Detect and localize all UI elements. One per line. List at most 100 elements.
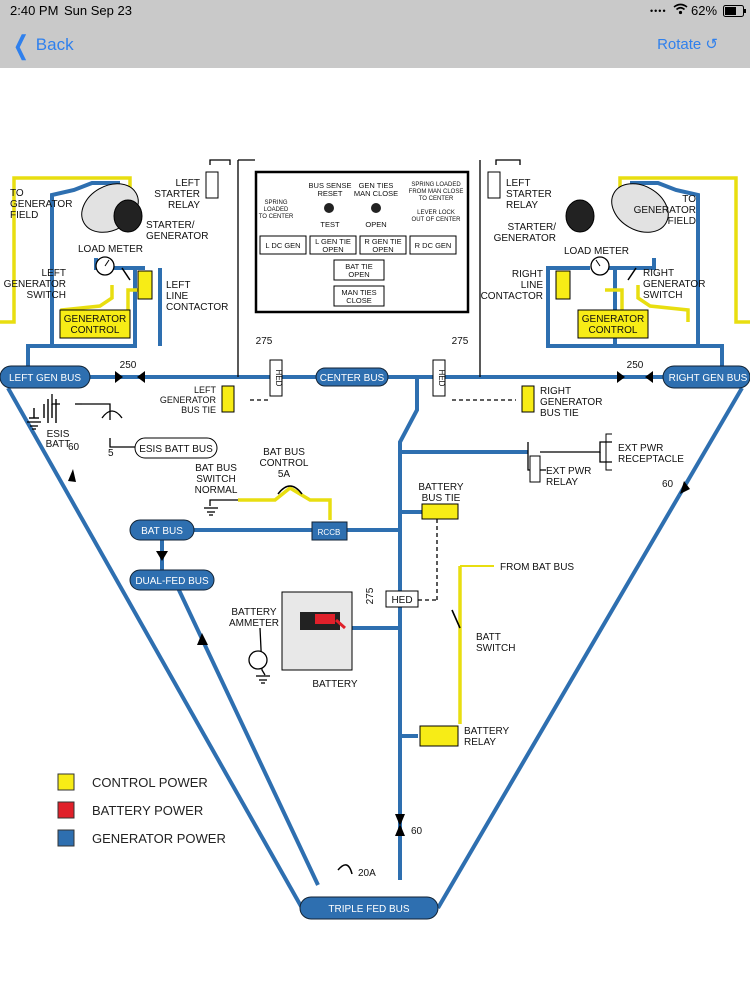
left-generator-switch-3: SWITCH [27,290,66,301]
legend: CONTROL POWER BATTERY POWER GENERATOR PO… [57,773,226,847]
value-5: 5 [108,448,114,459]
r-gen-tie-label-1: R GEN TIE [364,237,401,246]
back-button[interactable]: ❮ Back [10,32,74,58]
value-60-center: 60 [411,826,423,837]
left-generator-control-1: GENERATOR [64,314,126,325]
ext-pwr-relay-1: EXT PWR [546,466,591,477]
legend-control-power-label: CONTROL POWER [92,775,208,790]
bus-sense-label-1: BUS SENSE [309,181,352,190]
r-dc-gen-label: R DC GEN [415,241,452,250]
lever-lock-2: OUT OF CENTER [412,217,462,223]
left-to-generator-field-3: FIELD [10,210,38,221]
left-bus-tie-2: GENERATOR [160,395,217,405]
value-250-right: 250 [627,360,644,371]
spring-loaded-left-2: LOADED [264,207,289,213]
chevron-left-icon: ❮ [12,30,30,60]
left-generator-switch-2: GENERATOR [4,279,66,290]
status-date: Sun Sep 23 [64,3,132,18]
ext-pwr-receptacle-1: EXT PWR [618,443,663,454]
signal-dots-icon: •••• [650,6,667,16]
battery-ammeter-1: BATTERY [231,607,277,618]
flow-arrows [68,371,690,836]
l-gen-tie-label-2: OPEN [322,245,343,254]
batt-switch-2: SWITCH [476,643,515,654]
left-gen-bus-shape [0,365,91,389]
left-starter-generator-1: STARTER/ [146,220,195,231]
back-button-label: Back [35,35,74,54]
left-generator-control-2: CONTROL [71,325,120,336]
right-generator-control-1: GENERATOR [582,314,644,325]
left-line-contactor-3: CONTACTOR [166,302,228,313]
dual-fed-bus-label: DUAL-FED BUS [135,576,209,587]
hed-label-left: HED [274,370,283,387]
right-load-meter: LOAD METER [564,246,629,257]
bat-tie-label-2: OPEN [348,270,369,279]
batt-switch-1: BATT [476,632,501,643]
bat-bus-control-2: CONTROL [260,458,309,469]
legend-battery-power-label: BATTERY POWER [92,803,203,818]
spring-loaded-left-3: TO CENTER [259,214,294,220]
bat-bus-switch-3: NORMAL [195,485,238,496]
legend-swatch-generator-power [57,829,75,847]
bat-bus-switch-2: SWITCH [196,474,235,485]
hed-label-right: HED [437,370,446,387]
bat-bus-control-1: BAT BUS [263,447,305,458]
left-gen-bus-label: LEFT GEN BUS [9,373,81,384]
battery-ammeter-gauge [248,650,268,670]
legend-swatch-battery-power [57,801,75,819]
right-generator-assembly [487,171,669,339]
right-line-contactor-3: CONTACTOR [481,291,543,302]
gen-ties-label-2: MAN CLOSE [354,189,398,198]
battery-bus-tie-2: BUS TIE [422,493,461,504]
status-time: 2:40 PM [10,3,59,18]
right-generator-switch-1: RIGHT [643,268,674,279]
right-gen-bus-label: RIGHT GEN BUS [669,373,748,384]
bat-bus-switch-1: BAT BUS [195,463,237,474]
esis-batt-bus-shape [134,437,218,459]
left-to-generator-field-2: GENERATOR [10,199,72,210]
l-gen-tie-label-1: L GEN TIE [315,237,351,246]
right-line-contactor-2: LINE [521,280,544,291]
right-bus-tie-3: BUS TIE [540,408,579,419]
esis-batt-bus-label: ESIS BATT BUS [139,444,213,455]
components [27,267,637,875]
bat-tie-label-1: BAT TIE [345,262,373,271]
center-bus-shape [315,367,389,387]
battery-percent: 62% [691,3,718,18]
bat-bus-shape [129,519,195,541]
right-to-generator-field-3: FIELD [668,216,696,227]
battery-label: BATTERY [312,679,358,690]
value-275-battery: 275 [365,587,376,604]
right-gen-bus-shape [662,365,750,389]
open-label: OPEN [365,220,386,229]
bat-bus-label: BAT BUS [141,526,183,537]
spring-loaded-right-3: TO CENTER [419,196,454,202]
value-275-left: 275 [256,336,273,347]
hed-label-battery: HED [391,595,412,606]
right-starter-generator-1: STARTER/ [507,222,556,233]
status-bar: 2:40 PM Sun Sep 23 •••• 62% [0,0,750,22]
ext-pwr-relay-2: RELAY [546,477,578,488]
control-panel [254,170,470,314]
spring-loaded-right-1: SPRING LOADED [411,182,461,188]
battery-ammeter-2: AMMETER [229,618,279,629]
right-bus-tie-2: GENERATOR [540,397,602,408]
left-load-meter: LOAD METER [78,244,143,255]
rotate-button[interactable]: Rotate ↺ [657,36,718,53]
left-generator-assembly [59,171,219,339]
bat-bus-control-3: 5A [278,469,291,480]
value-250-left: 250 [120,360,137,371]
left-starter-relay-3: RELAY [168,200,200,211]
left-starter-relay-2: STARTER [154,189,200,200]
right-starter-relay-2: STARTER [506,189,552,200]
test-label: TEST [320,220,340,229]
man-ties-label-1: MAN TIES [341,288,376,297]
left-to-generator-field-1: TO [10,188,24,199]
right-generator-switch-2: GENERATOR [643,279,705,290]
wifi-icon [673,3,688,18]
legend-swatch-control-power [57,773,75,791]
legend-generator-power-label: GENERATOR POWER [92,831,226,846]
l-dc-gen-label: L DC GEN [265,241,300,250]
spring-loaded-left-1: SPRING [264,200,287,206]
ground-symbols [27,421,270,684]
